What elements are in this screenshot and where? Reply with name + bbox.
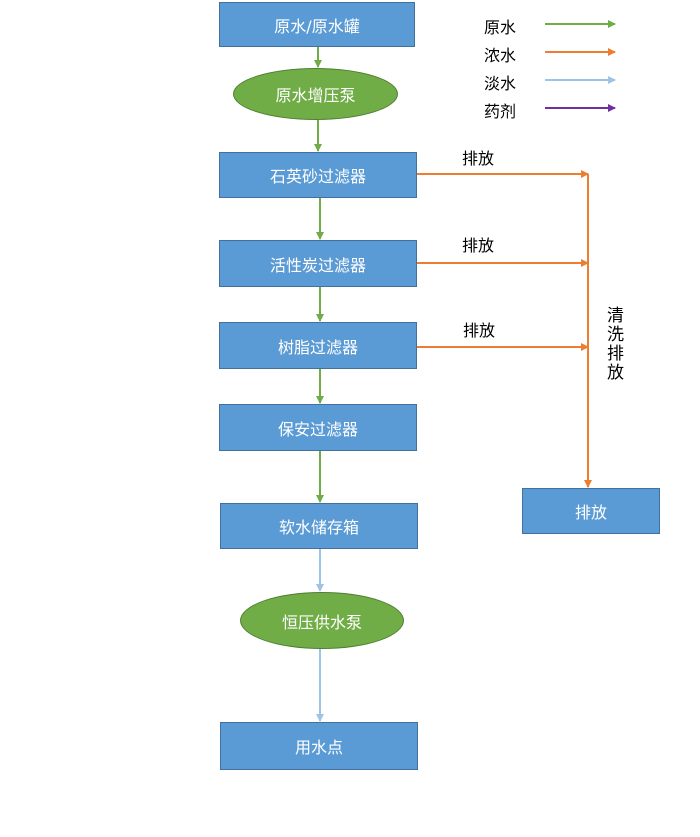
node-security-filter: 保安过滤器 <box>219 404 417 451</box>
node-carbon-filter: 活性炭过滤器 <box>219 240 417 287</box>
node-supply-pump: 恒压供水泵 <box>240 592 404 649</box>
legend-label-raw: 原水 <box>484 18 517 37</box>
node-soft-water-tank: 软水储存箱 <box>220 503 418 549</box>
label-drain-3: 排放 <box>463 321 496 340</box>
label-drain-1: 排放 <box>462 149 495 168</box>
legend-label-fresh: 淡水 <box>484 74 517 93</box>
node-use-point: 用水点 <box>220 722 418 770</box>
node-quartz-filter: 石英砂过滤器 <box>219 152 417 198</box>
legend-label-concentrate: 浓水 <box>484 46 517 65</box>
node-booster-pump: 原水增压泵 <box>233 68 398 120</box>
node-resin-filter: 树脂过滤器 <box>219 322 417 369</box>
node-drain: 排放 <box>522 488 660 534</box>
node-raw-tank: 原水/原水罐 <box>219 2 415 47</box>
legend-label-chemical: 药剂 <box>484 102 517 121</box>
label-cleaning-drain: 清洗排放 <box>603 306 623 382</box>
label-drain-2: 排放 <box>462 236 495 255</box>
